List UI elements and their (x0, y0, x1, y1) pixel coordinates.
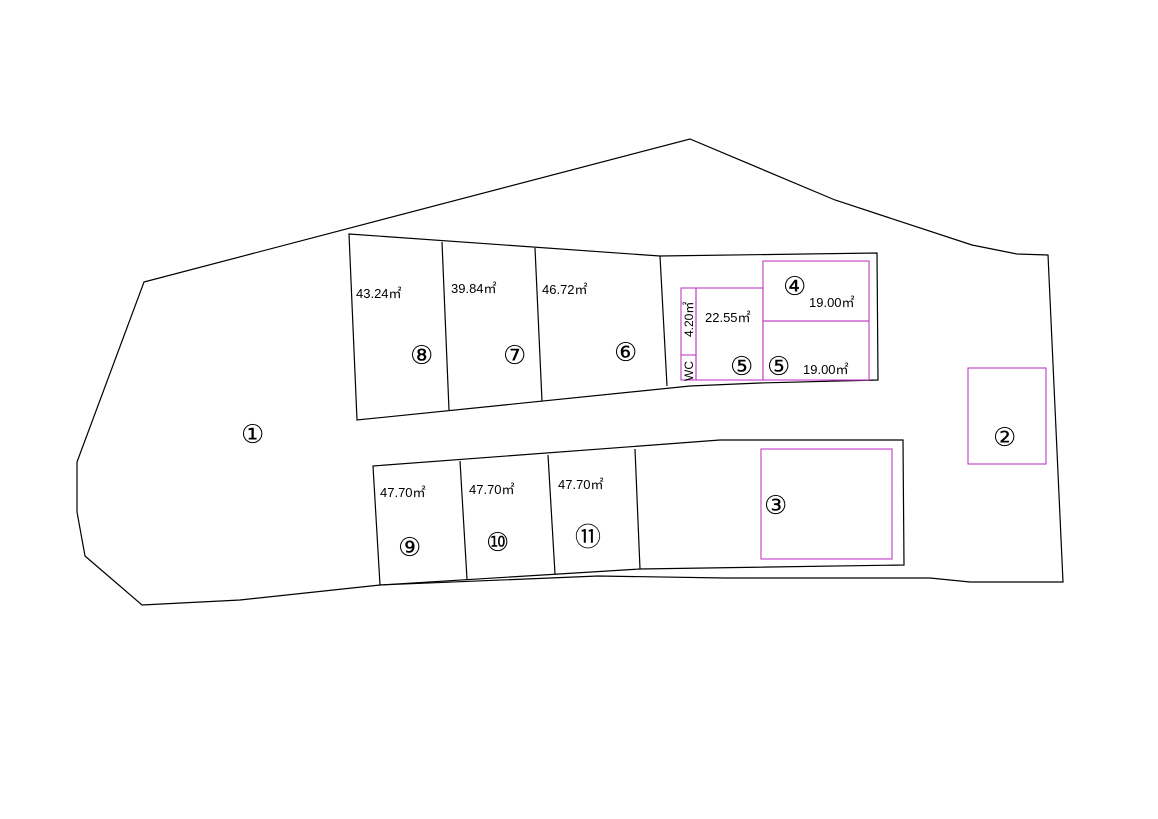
area-11: 47.70㎡ (558, 477, 604, 492)
room-wc (680, 287, 697, 381)
lot-number-11: ⑪ (575, 523, 601, 553)
lot-number-1: ① (241, 420, 264, 450)
divider-10-11 (547, 454, 556, 575)
divider-9-10 (459, 460, 468, 580)
wc-area: 4.20㎡ (682, 302, 696, 337)
lower-block (372, 439, 905, 586)
lot-number-6: ⑥ (614, 338, 637, 368)
room-2 (967, 367, 1047, 465)
area-6: 46.72㎡ (542, 282, 588, 297)
wc-label: WC (682, 361, 696, 381)
area-4: 19.00㎡ (809, 295, 855, 310)
room-4 (762, 260, 870, 322)
site-boundary (76, 138, 1064, 606)
divider-11-3 (634, 448, 641, 570)
lot-number-2: ② (993, 423, 1016, 453)
area-9: 47.70㎡ (380, 485, 426, 500)
divider-7-6 (534, 247, 543, 402)
upper-block (348, 233, 879, 421)
room-3 (760, 448, 893, 560)
area-10: 47.70㎡ (469, 482, 515, 497)
lot-number-5b: ⑤ (767, 352, 790, 382)
lot-number-10: ⑩ (486, 528, 509, 558)
lot-number-7: ⑦ (503, 341, 526, 371)
area-5b: 19.00㎡ (803, 362, 849, 377)
divider-6-5 (659, 255, 668, 387)
divider-8-7 (441, 241, 450, 411)
lot-number-3: ③ (764, 491, 787, 521)
lot-number-5a: ⑤ (730, 352, 753, 382)
area-8: 43.24㎡ (356, 286, 402, 301)
lot-number-8: ⑧ (410, 341, 433, 371)
area-7: 39.84㎡ (451, 281, 497, 296)
lot-number-9: ⑨ (398, 533, 421, 563)
lot-number-4: ④ (783, 272, 806, 302)
area-5a: 22.55㎡ (705, 310, 751, 325)
